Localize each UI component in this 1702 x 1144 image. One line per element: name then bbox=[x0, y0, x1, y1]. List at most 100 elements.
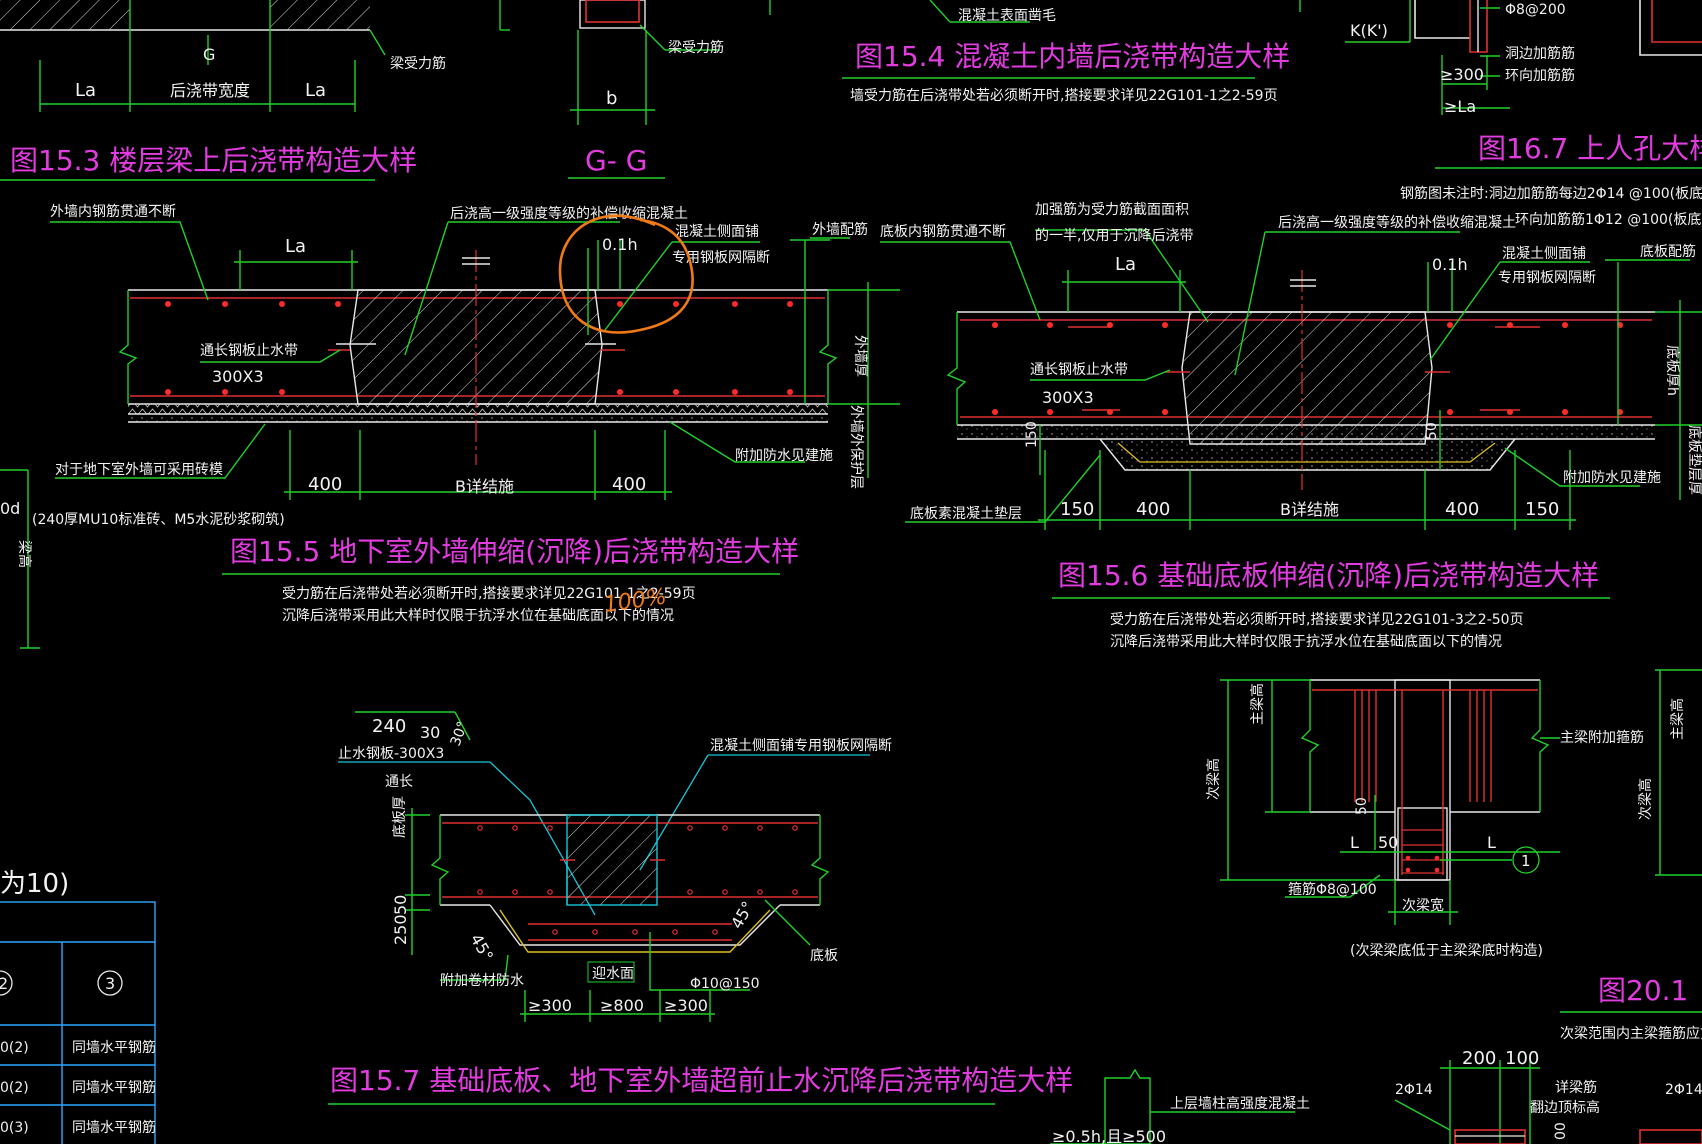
fig155-brick2: (240厚MU10标准砖、M5水泥砂浆砌筑) bbox=[32, 512, 285, 528]
fig155-d400a: 400 bbox=[308, 474, 342, 495]
fig155-size: 300X3 bbox=[212, 367, 264, 386]
fig153-la-left: La bbox=[75, 80, 96, 101]
fig201-stirrups bbox=[1354, 690, 1492, 875]
fig167-la: ≥La bbox=[1444, 97, 1476, 116]
fig167-k-label: K(K') bbox=[1350, 21, 1388, 40]
fig157-stop: 止水钢板-300X3 bbox=[338, 746, 444, 762]
fig155-wall: 外墙厚 bbox=[852, 335, 868, 377]
table-col3: 3 bbox=[105, 974, 115, 993]
fig-16-7: K(K') Φ8@200 洞边加筋筋 环向加筋筋 ≥300 ≥La 图16.7 … bbox=[1299, 0, 1702, 228]
table-row2-b: 同墙水平钢筋 bbox=[72, 1079, 156, 1096]
fig201-mh: 主梁高 bbox=[1249, 683, 1266, 725]
fig156-d400a: 400 bbox=[1136, 499, 1170, 520]
gg-title: G- G bbox=[585, 144, 647, 177]
table-row3-a: 0(3) bbox=[0, 1120, 29, 1136]
fig157-plate: 底板 bbox=[810, 948, 838, 964]
fig156-title: 图15.6 基础底板伸缩(沉降)后浇带构造大样 bbox=[1058, 559, 1599, 592]
fig156-l5: 混凝土侧面铺 bbox=[1502, 246, 1586, 262]
fig155-note2: 沉降后浇带采用此大样时仅限于抗浮水位在基础底面以下的情况 bbox=[282, 607, 674, 624]
fig201-note: 次梁范围内主梁箍筋应贯通设置 bbox=[1560, 1025, 1702, 1042]
fig156-thick: 底板厚h bbox=[1664, 345, 1680, 396]
fig155-title: 图15.5 地下室外墙伸缩(沉降)后浇带构造大样 bbox=[230, 535, 799, 568]
fig-g-g: 梁受力筋 b G- G bbox=[568, 0, 724, 179]
fig157-title: 图15.7 基础底板、地下室外墙超前止水沉降后浇带构造大样 bbox=[330, 1064, 1073, 1097]
fig156-h: 0.1h bbox=[1432, 255, 1468, 274]
fig156-l3: 的一半,仅用于沉降后浇带 bbox=[1035, 228, 1193, 244]
table-header: 为10) bbox=[0, 869, 69, 899]
fig156-d400b: 400 bbox=[1445, 499, 1479, 520]
fig201-mark: 1 bbox=[1521, 852, 1531, 870]
fig157-d800: ≥800 bbox=[600, 996, 644, 1015]
fig167-note1: 钢筋图未注时:洞边加筋筋每边2Φ14 @100(板底) bbox=[1400, 185, 1702, 202]
fig156-wp: 附加防水见建施 bbox=[1563, 470, 1661, 486]
fig155-l3: 混凝土侧面铺 bbox=[675, 224, 759, 240]
fig157-wp: 附加卷材防水 bbox=[440, 973, 524, 989]
fig155-l2: 后浇高一级强度等级的补偿收缩混凝土 bbox=[450, 205, 688, 222]
fig155-l4: 专用钢板网隔断 bbox=[672, 250, 770, 266]
fig-15-5: La 0.1h 400 B详结施 400 外墙厚 外墙外保护层 外墙内钢筋贯通不… bbox=[0, 203, 900, 649]
fig155-edge1: 0d bbox=[0, 499, 20, 518]
fig-20-1: 主梁高 次梁高 50 L 50 L 1 箍筋Φ8@100 次梁宽 (次梁梁底低于… bbox=[1205, 669, 1702, 1042]
fig153-g-label: G bbox=[203, 45, 215, 64]
fig201-sh2: 次梁高 bbox=[1637, 778, 1654, 820]
fig155-edge2: 梁高 bbox=[16, 540, 33, 568]
fig157-d250: 250 bbox=[391, 914, 410, 945]
fig156-d150a: 150 bbox=[1060, 499, 1094, 520]
fig157-mesh: 混凝土侧面铺专用钢板网隔断 bbox=[710, 738, 892, 754]
table-row1-a: 0(2) bbox=[0, 1040, 29, 1056]
fig155-prot: 外墙外保护层 bbox=[848, 405, 864, 489]
fig167-note2: 环向加筋筋1Φ12 @100(板底) bbox=[1515, 211, 1702, 228]
fig157-thick: 底板厚 bbox=[392, 796, 408, 838]
fig201-stir: 箍筋Φ8@100 bbox=[1288, 881, 1377, 898]
fig157-a45a: 45° bbox=[467, 931, 498, 965]
fig201-main: 主梁附加箍筋 bbox=[1560, 729, 1644, 746]
bottom-r4: 2Φ14 bbox=[1665, 1082, 1702, 1098]
fig201-mh2: 主梁高 bbox=[1669, 698, 1686, 740]
fig153-title: 图15.3 楼层梁上后浇带构造大样 bbox=[10, 144, 417, 177]
bottom-r1: 2Φ14 bbox=[1395, 1082, 1433, 1098]
fig157-d300a: ≥300 bbox=[528, 996, 572, 1015]
fig156-stop: 通长钢板止水带 bbox=[1030, 362, 1128, 378]
fig155-h: 0.1h bbox=[602, 235, 638, 254]
fig155-l1: 外墙内钢筋贯通不断 bbox=[50, 203, 176, 220]
fig156-note2: 沉降后浇带采用此大样时仅限于抗浮水位在基础底面以下的情况 bbox=[1110, 633, 1502, 650]
table-col2: 2 bbox=[0, 974, 8, 993]
fig201-l1: L bbox=[1350, 833, 1359, 852]
fig157-d300b: ≥300 bbox=[664, 996, 708, 1015]
fig155-l5: 外墙配筋 bbox=[812, 221, 868, 238]
fig153-la-right: La bbox=[305, 80, 326, 101]
table-row3-b: 同墙水平钢筋 bbox=[72, 1119, 156, 1136]
fig156-size: 300X3 bbox=[1042, 388, 1094, 407]
fig156-l4: 后浇高一级强度等级的补偿收缩混凝土 bbox=[1278, 214, 1516, 231]
fig156-la: La bbox=[1115, 254, 1136, 275]
fig155-brick1: 对于地下室外墙可采用砖模 bbox=[55, 461, 223, 478]
fig156-note1: 受力筋在后浇带处若必须断开时,搭接要求详见22G101-3之2-50页 bbox=[1110, 611, 1524, 628]
fig156-d150v: 150 bbox=[1024, 421, 1040, 448]
fig157-d240: 240 bbox=[372, 716, 406, 737]
fig153-rebar-label: 梁受力筋 bbox=[390, 55, 446, 72]
bottom-r3: 翻边顶标高 bbox=[1530, 1099, 1600, 1116]
fig156-l2: 加强筋为受力筋截面面积 bbox=[1035, 201, 1189, 218]
table-row2-a: 0(2) bbox=[0, 1080, 29, 1096]
fig201-title: 图20.1 bbox=[1598, 974, 1688, 1007]
fig201-cond: (次梁梁底低于主梁梁底时构造) bbox=[1350, 943, 1543, 959]
fig156-d50: 50 bbox=[1424, 422, 1440, 440]
fig157-d50: 50 bbox=[391, 895, 410, 915]
fig155-d400b: 400 bbox=[612, 474, 646, 495]
fig154-title: 图15.4 混凝土内墙后浇带构造大样 bbox=[855, 40, 1290, 73]
fig-15-7: 240 30 30° 止水钢板-300X3 通长 混凝土侧面铺专用钢板网隔断 bbox=[328, 711, 1073, 1105]
fig155-detail: B详结施 bbox=[455, 477, 514, 496]
fig-15-3: G La 后浇带宽度 La 梁受力筋 图15.3 楼层梁上后浇带构造大样 bbox=[0, 0, 510, 181]
bottom-top-label: 上层墙柱高强度混凝土 bbox=[1170, 1095, 1310, 1112]
fig156-cushion: 底板素混凝土垫层 bbox=[910, 506, 1022, 522]
fig167-r1: Φ8@200 bbox=[1505, 2, 1566, 18]
fig-15-4: 混凝土表面凿毛 图15.4 混凝土内墙后浇带构造大样 墙受力筋在后浇带处若必须断… bbox=[769, 0, 1290, 104]
table-row1-b: 同墙水平钢筋 bbox=[72, 1039, 156, 1056]
fig156-detail: B详结施 bbox=[1280, 500, 1339, 519]
fig154-note: 墙受力筋在后浇带处若必须断开时,搭接要求详见22G101-1之2-59页 bbox=[850, 87, 1278, 104]
fig154-top-label: 混凝土表面凿毛 bbox=[958, 8, 1056, 24]
fig156-edge: 底板垫层厚 bbox=[1686, 425, 1702, 495]
fig167-title: 图16.7 上人孔大样 bbox=[1478, 132, 1702, 165]
bottom-d200: 200 bbox=[1462, 1048, 1496, 1069]
